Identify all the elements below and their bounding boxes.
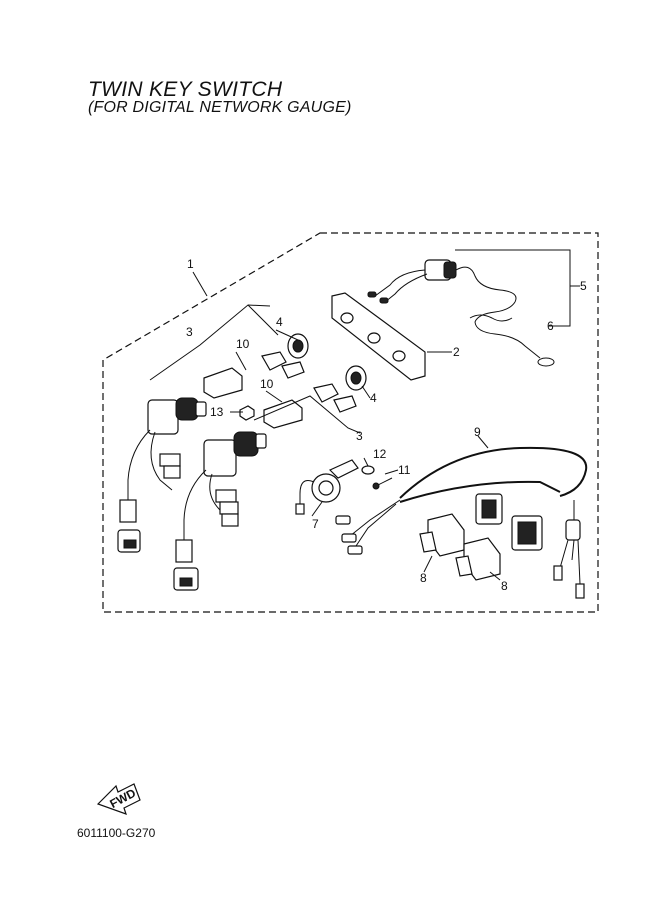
nut — [239, 405, 255, 421]
washer — [361, 465, 375, 475]
callout-4-lower: 4 — [370, 391, 377, 405]
callout-8-left: 8 — [420, 571, 427, 585]
callout-7: 7 — [312, 517, 319, 531]
page-subtitle: (FOR DIGITAL NETWORK GAUGE) — [88, 99, 352, 116]
callout-3-lower: 3 — [356, 429, 363, 443]
callout-8-right: 8 — [501, 579, 508, 593]
callout-6: 6 — [547, 319, 554, 333]
assembly-boundary — [102, 232, 599, 613]
callout-5: 5 — [580, 279, 587, 293]
leader-lines — [149, 249, 580, 581]
connector-left — [419, 513, 465, 557]
callout-1: 1 — [187, 257, 194, 271]
callout-3-upper: 3 — [186, 325, 193, 339]
callout-11: 11 — [398, 463, 411, 477]
bracket-lower — [263, 399, 303, 429]
callout-10-lower: 10 — [260, 377, 274, 391]
callout-12: 12 — [373, 447, 387, 461]
screw — [372, 477, 393, 490]
page-title: TWIN KEY SWITCH — [88, 78, 283, 101]
bracket-upper — [203, 367, 243, 399]
key-switch-upper — [117, 397, 207, 553]
buzzer — [295, 459, 359, 515]
callout-13: 13 — [210, 405, 224, 419]
grommet-upper — [261, 333, 309, 379]
wire-harness — [335, 446, 588, 599]
grommet-lower — [313, 365, 367, 413]
connector-right — [455, 537, 501, 581]
callout-4-upper: 4 — [276, 315, 283, 329]
callout-2: 2 — [453, 345, 460, 359]
key-switch-lower — [173, 431, 267, 591]
switch-panel — [331, 292, 426, 381]
callout-9: 9 — [474, 425, 481, 439]
part-number: 6011100-G270 — [77, 826, 156, 840]
stop-switch — [367, 259, 555, 367]
fwd-arrow-icon: FWD — [96, 783, 141, 815]
callout-10-upper: 10 — [236, 337, 250, 351]
